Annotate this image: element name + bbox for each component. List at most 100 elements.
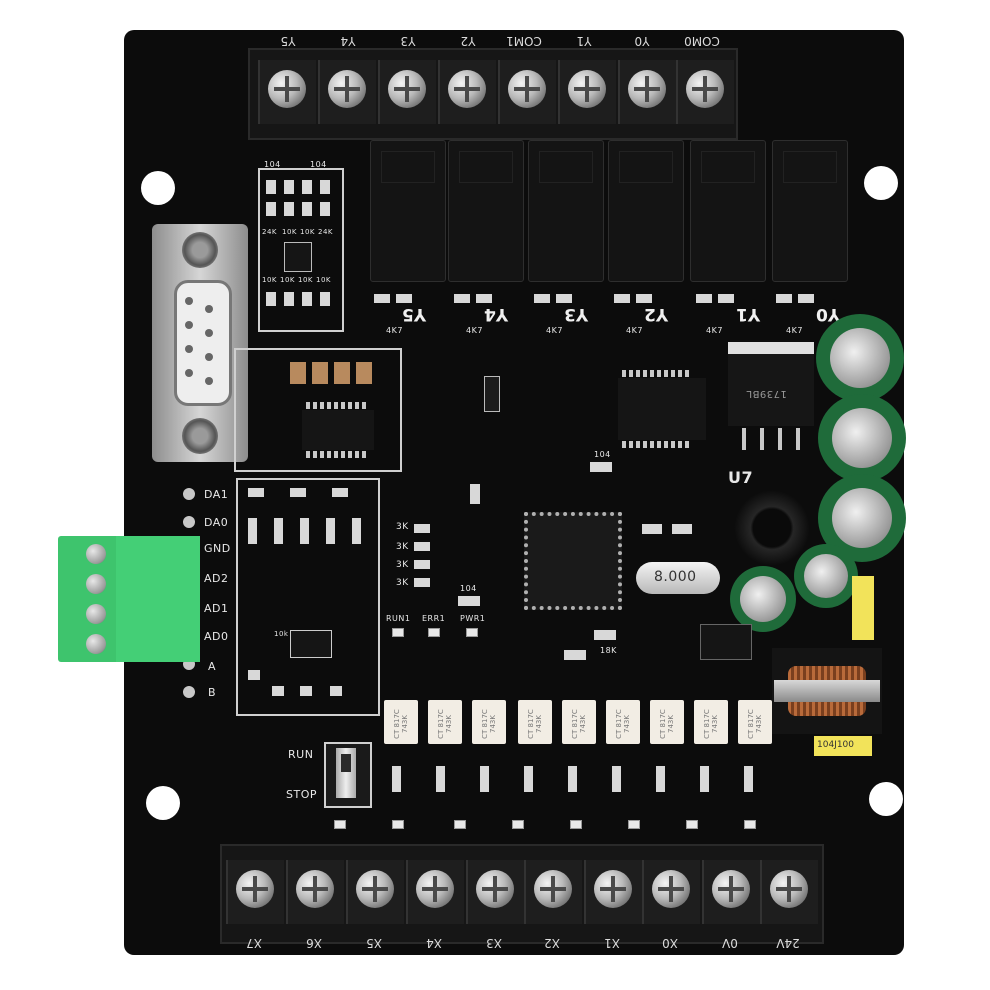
smd-resistor <box>248 488 264 497</box>
input-led <box>628 820 640 829</box>
smd-resistor <box>414 560 430 569</box>
terminal-body <box>116 536 200 662</box>
terminal-housing <box>618 60 676 124</box>
led-label: RUN1 <box>386 614 411 623</box>
terminal-label-bottom: 24V <box>776 936 800 950</box>
terminal-screw-icon[interactable] <box>296 870 334 908</box>
input-led <box>686 820 698 829</box>
input-led <box>392 820 404 829</box>
smd-diode <box>636 294 652 303</box>
terminal-screw-icon[interactable] <box>86 544 106 564</box>
terminal-housing <box>760 860 818 924</box>
regulator-pins <box>742 428 800 450</box>
terminal-screw-icon[interactable] <box>568 70 606 108</box>
smd-resistor <box>320 202 330 216</box>
smd-diode <box>396 294 412 303</box>
terminal-screw-icon[interactable] <box>594 870 632 908</box>
terminal-label-bottom: X1 <box>604 936 620 950</box>
terminal-screw-icon[interactable] <box>534 870 572 908</box>
analog-pin-label: AD0 <box>204 630 229 643</box>
resistor-array-outline <box>258 168 344 332</box>
smd-diode <box>476 294 492 303</box>
resistor-label: 4K7 <box>386 326 403 335</box>
relay-label: Y5 <box>402 304 427 324</box>
terminal-label-top: COM0 <box>684 34 720 48</box>
input-led <box>512 820 524 829</box>
resistor-array-label: 10K <box>300 228 315 236</box>
terminal-housing <box>406 860 464 924</box>
electrolytic-capacitor <box>794 544 858 608</box>
led-label: ERR1 <box>422 614 446 623</box>
optocoupler: CT 817C 743K <box>384 700 418 744</box>
terminal-screw-icon[interactable] <box>328 70 366 108</box>
connector-port <box>174 280 232 406</box>
power-inductor <box>734 490 810 566</box>
terminal-housing <box>702 860 760 924</box>
terminal-label-top: Y2 <box>460 34 476 48</box>
terminal-screw-icon[interactable] <box>388 70 426 108</box>
relay-label: Y2 <box>644 304 669 324</box>
resistor-label: 4K7 <box>546 326 563 335</box>
smd-capacitor <box>356 362 372 384</box>
smd-capacitor <box>642 524 662 534</box>
smd-resistor <box>330 686 342 696</box>
choke-core <box>774 680 880 702</box>
led-label: PWR1 <box>460 614 486 623</box>
terminal-screw-icon[interactable] <box>476 870 514 908</box>
terminal-housing <box>498 60 556 124</box>
terminal-screw-icon[interactable] <box>686 70 724 108</box>
resistor-label: 10k <box>274 630 289 638</box>
smd-resistor <box>284 180 294 194</box>
terminal-screw-icon[interactable] <box>652 870 690 908</box>
terminal-screw-icon[interactable] <box>86 604 106 624</box>
terminal-housing <box>378 60 436 124</box>
run-stop-switch[interactable] <box>324 742 372 808</box>
optocoupler-marking: CT 817C 743K <box>615 709 631 739</box>
optocoupler-marking: CT 817C 743K <box>659 709 675 739</box>
smd-component <box>484 376 500 412</box>
input-led <box>454 820 466 829</box>
resistor-array-label: 10K <box>316 276 331 284</box>
terminal-housing <box>258 60 316 124</box>
terminal-screw-icon[interactable] <box>86 634 106 654</box>
regulator-label: U7 <box>728 468 754 487</box>
analog-terminal-connector[interactable] <box>58 536 200 662</box>
optocoupler: CT 817C 743K <box>694 700 728 744</box>
terminal-screw-icon[interactable] <box>268 70 306 108</box>
smd-capacitor <box>312 362 328 384</box>
terminal-screw-icon[interactable] <box>356 870 394 908</box>
smd-diode <box>374 294 390 303</box>
terminal-screw-icon[interactable] <box>628 70 666 108</box>
analog-pin-label: B <box>208 686 217 699</box>
terminal-label-top: Y1 <box>576 34 592 48</box>
resistor-label: 4K7 <box>786 326 803 335</box>
terminal-screw-icon[interactable] <box>236 870 274 908</box>
terminal-screw-icon[interactable] <box>770 870 808 908</box>
small-ic <box>284 242 312 272</box>
terminal-screw-icon[interactable] <box>416 870 454 908</box>
relay <box>528 140 604 282</box>
run-led <box>392 628 404 637</box>
terminal-screw-icon[interactable] <box>448 70 486 108</box>
electrolytic-capacitor <box>818 394 906 482</box>
common-mode-choke <box>772 648 882 734</box>
input-led <box>570 820 582 829</box>
smd-resistor <box>266 202 276 216</box>
power-led <box>466 628 478 637</box>
choke-sticker: 104J100 <box>814 736 872 756</box>
resistor-label: 3K <box>396 522 409 532</box>
smd-resistor <box>320 292 330 306</box>
terminal-label-top: Y3 <box>400 34 416 48</box>
terminal-screw-icon[interactable] <box>86 574 106 594</box>
switch-lever-icon[interactable] <box>341 754 351 772</box>
analog-pin-label: AD1 <box>204 602 229 615</box>
db9-serial-connector[interactable] <box>152 224 248 462</box>
terminal-screw-icon[interactable] <box>508 70 546 108</box>
smd-resistor <box>414 542 430 551</box>
terminal-screw-icon[interactable] <box>712 870 750 908</box>
microcontroller-chip <box>524 512 622 610</box>
optocoupler: CT 817C 743K <box>606 700 640 744</box>
resistor-label: 18K <box>600 646 617 655</box>
resistor-array-label: 10K <box>262 276 277 284</box>
terminal-label-bottom: X7 <box>246 936 262 950</box>
